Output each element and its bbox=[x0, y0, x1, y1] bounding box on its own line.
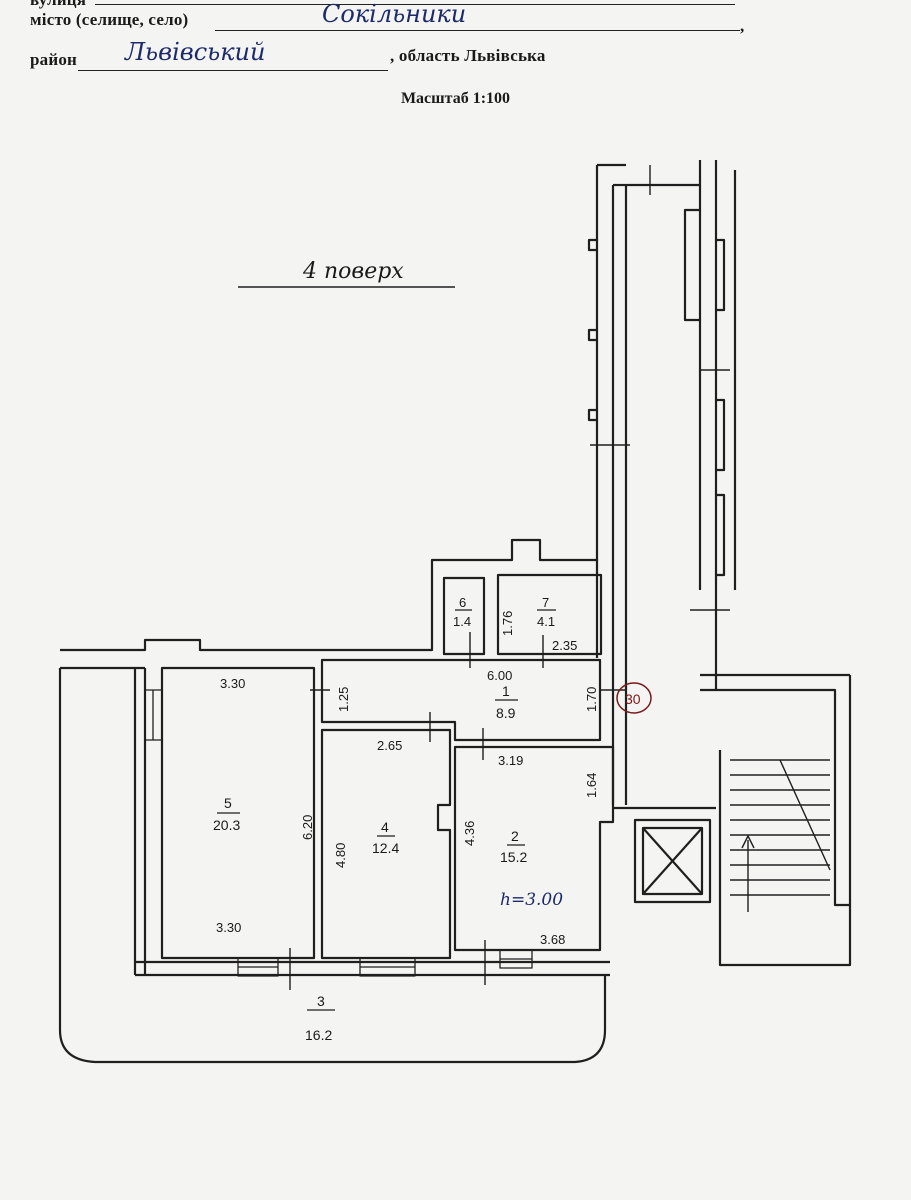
dim-r2-top: 3.19 bbox=[498, 753, 523, 768]
district-value: Львівський bbox=[125, 38, 266, 66]
room-5-number: 5 bbox=[224, 795, 232, 811]
city-comma: , bbox=[740, 16, 745, 35]
dim-r1-side-right: 1.70 bbox=[584, 687, 599, 712]
floor-label: 4 поверх bbox=[302, 259, 404, 284]
room-5-area: 20.3 bbox=[213, 817, 240, 833]
dim-r4-top: 2.65 bbox=[377, 738, 402, 753]
dim-r7-bottom: 2.35 bbox=[552, 638, 577, 653]
district-underline bbox=[78, 70, 388, 71]
ceiling-height: h=3.00 bbox=[500, 890, 563, 910]
dim-r7-side: 1.76 bbox=[500, 611, 515, 636]
district-label: район bbox=[30, 50, 78, 69]
room-6-area: 1.4 bbox=[453, 614, 471, 629]
room-3-number: 3 bbox=[317, 993, 325, 1009]
dim-r1-side-left: 1.25 bbox=[336, 687, 351, 712]
dim-r5-top: 3.30 bbox=[220, 676, 245, 691]
room-4-area: 12.4 bbox=[372, 840, 399, 856]
dim-r2-side-right: 1.64 bbox=[584, 773, 599, 798]
dim-r5-bottom: 3.30 bbox=[216, 920, 241, 935]
room-6-number: 6 bbox=[459, 595, 466, 610]
region-text: , область Львівська bbox=[390, 46, 546, 65]
room-7-area: 4.1 bbox=[537, 614, 555, 629]
scale-label: Масштаб 1:100 bbox=[400, 90, 511, 107]
street-underline bbox=[95, 4, 735, 5]
city-underline bbox=[215, 30, 740, 31]
dim-r4-side: 4.80 bbox=[333, 843, 348, 868]
dim-r2-bottom: 3.68 bbox=[540, 932, 565, 947]
apartment-number: 30 bbox=[625, 691, 641, 707]
room-2-number: 2 bbox=[511, 828, 519, 844]
dim-r2-side-left: 4.36 bbox=[462, 821, 477, 846]
room-1-area: 8.9 bbox=[496, 705, 516, 721]
dim-r5-side: 6.20 bbox=[300, 815, 315, 840]
dim-r1-width: 6.00 bbox=[487, 668, 512, 683]
room-1-number: 1 bbox=[502, 683, 510, 699]
city-label: місто (селище, село) bbox=[30, 10, 189, 29]
room-2-area: 15.2 bbox=[500, 849, 527, 865]
street-label: вулиця bbox=[30, 0, 86, 10]
city-value: Сокільники bbox=[322, 0, 467, 28]
room-3-area: 16.2 bbox=[305, 1027, 332, 1043]
room-4-number: 4 bbox=[381, 819, 389, 835]
room-7-number: 7 bbox=[542, 595, 549, 610]
